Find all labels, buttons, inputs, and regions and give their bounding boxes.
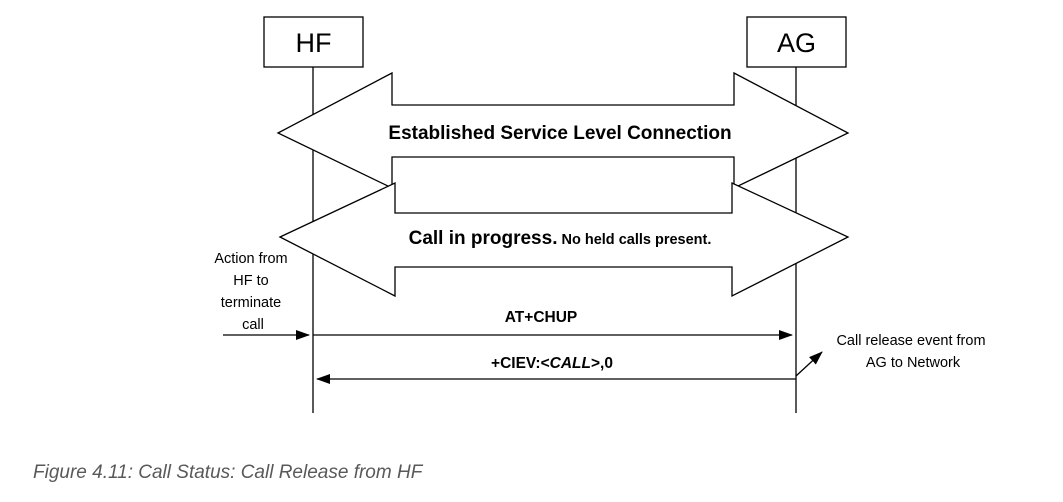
chup-message: AT+CHUP — [313, 309, 793, 340]
ag-event-note: Call release event from AG to Network — [795, 333, 989, 377]
slc-state-label: Established Service Level Connection — [388, 123, 731, 144]
ag-event-note-line: Call release event from — [836, 333, 985, 349]
call-double-arrow-shape — [278, 181, 850, 298]
slc-double-arrow-shape — [276, 71, 850, 190]
ag-entity-label: AG — [777, 28, 816, 58]
call-state-arrow: Call in progress. No held calls present. — [278, 181, 850, 298]
hf-action-note: Action from HF to terminate call — [214, 251, 310, 340]
hf-entity-label: HF — [296, 28, 332, 58]
ciev-suffix: >,0 — [591, 355, 613, 372]
figure-caption: Figure 4.11: Call Status: Call Release f… — [33, 462, 423, 483]
chup-message-label: AT+CHUP — [505, 309, 577, 326]
call-state-main: Call in progress. — [409, 228, 558, 249]
hf-entity-box — [263, 16, 364, 68]
svg-text:Call release event from: Call release event from AG to Network — [836, 333, 989, 371]
ag-entity: AG — [746, 16, 847, 68]
ag-event-arrow — [795, 351, 823, 377]
hf-action-note-line: terminate — [221, 295, 281, 311]
hf-action-note-line: HF to — [233, 273, 268, 289]
ag-event-note-line: AG to Network — [866, 355, 961, 371]
ciev-param: CALL — [550, 355, 591, 372]
hf-action-note-line: call — [242, 317, 264, 333]
ciev-prefix: +CIEV:< — [491, 355, 550, 372]
hf-action-note-line: Action from — [214, 251, 287, 267]
slc-state-arrow: Established Service Level Connection — [276, 71, 850, 190]
call-state-sub: No held calls present. — [557, 232, 711, 248]
ag-entity-box — [746, 16, 847, 68]
hf-entity: HF — [263, 16, 364, 68]
ciev-message: +CIEV:<CALL>,0 — [316, 355, 796, 384]
ciev-message-label: +CIEV:<CALL>,0 — [491, 355, 613, 372]
svg-text:Action from HF to: Action from HF to terminate call — [214, 251, 291, 333]
call-state-label: Call in progress. No held calls present. — [409, 228, 712, 249]
